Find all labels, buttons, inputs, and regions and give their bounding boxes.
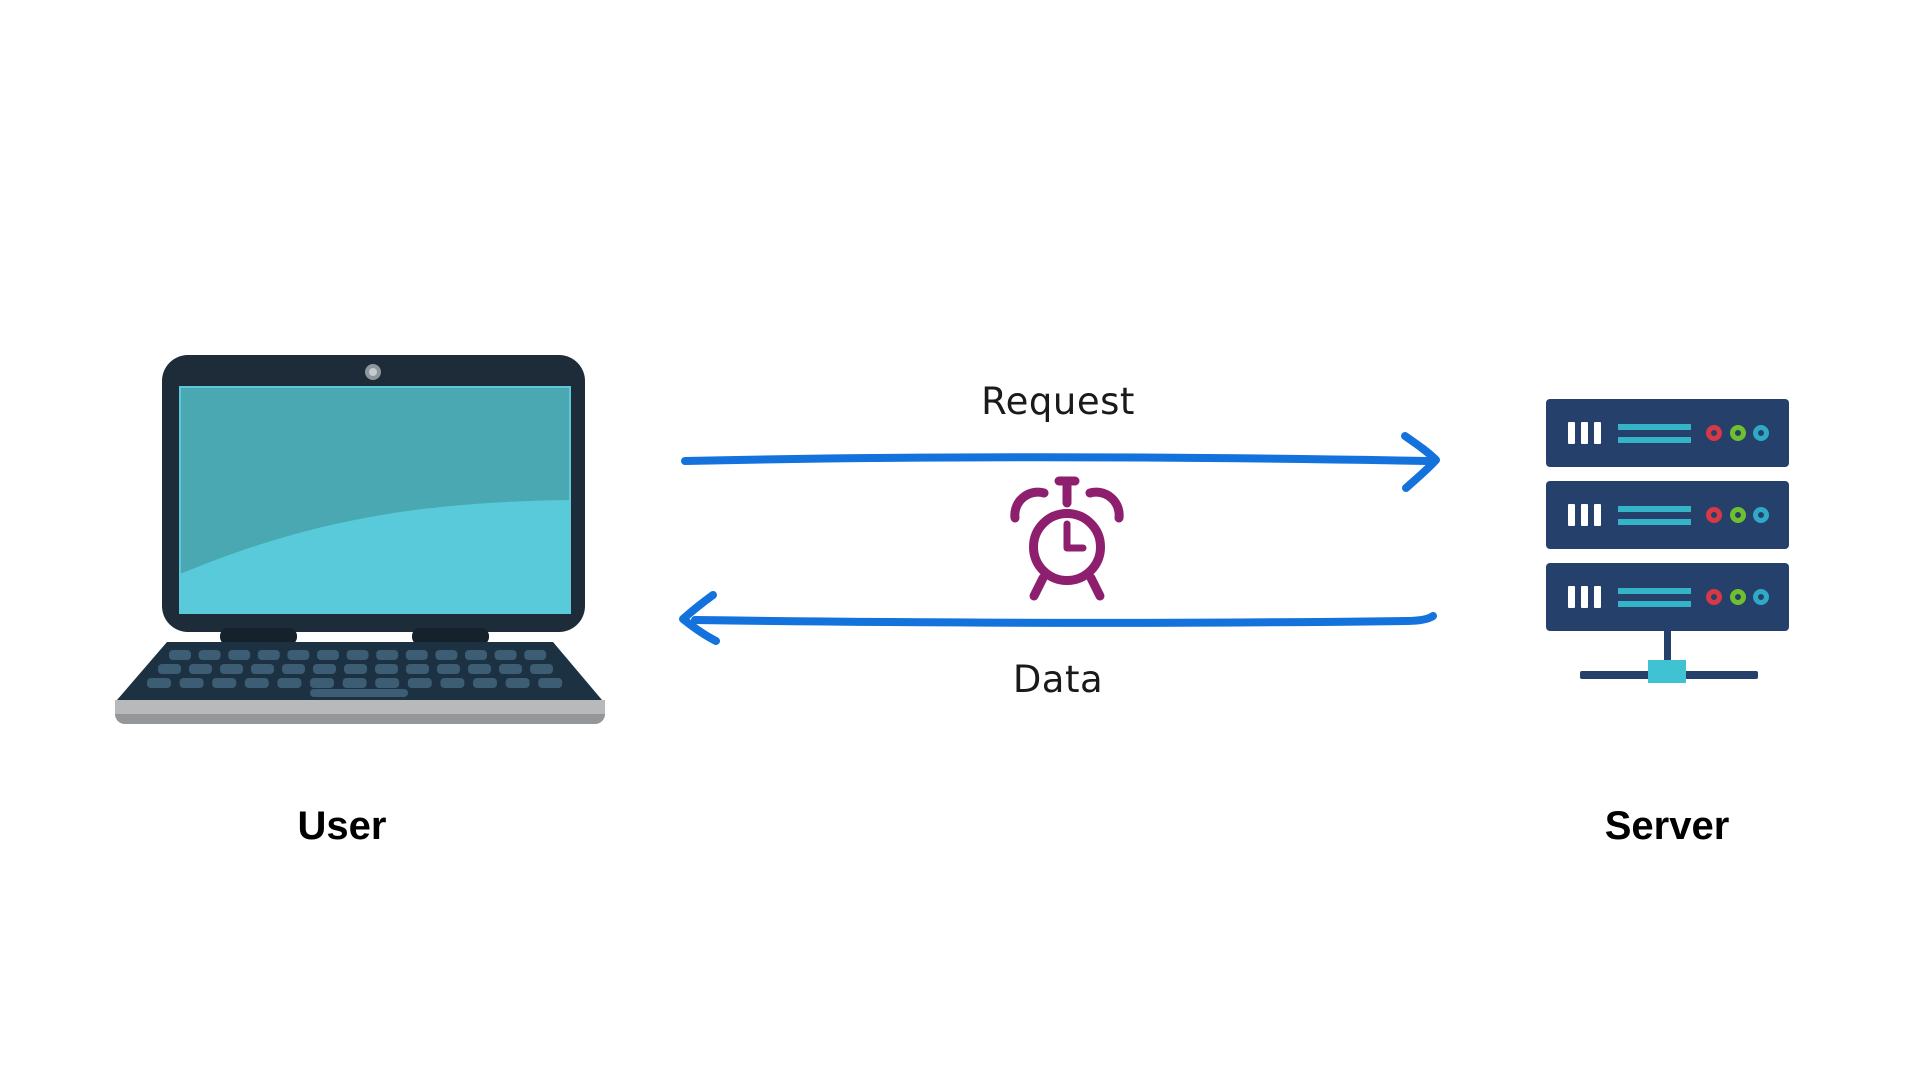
server-rack-icon xyxy=(1546,399,1789,683)
keyboard-keys xyxy=(147,650,563,688)
server-node-label: Server xyxy=(1604,804,1730,848)
server-node: Server xyxy=(1540,393,1800,848)
spacebar-key xyxy=(310,689,408,697)
server-unit xyxy=(1546,399,1789,467)
alarm-clock-icon xyxy=(1010,476,1124,601)
server-unit xyxy=(1546,481,1789,549)
user-node: User xyxy=(95,350,615,848)
server-unit xyxy=(1546,563,1789,631)
flow-arrows xyxy=(679,432,1440,645)
request-flow-label: Request xyxy=(981,380,1135,423)
arrow-right-icon xyxy=(681,432,1440,492)
user-node-label: User xyxy=(297,804,387,848)
data-flow-label: Data xyxy=(1012,658,1104,701)
arrow-left-icon xyxy=(679,591,1437,645)
laptop-icon xyxy=(115,355,605,724)
